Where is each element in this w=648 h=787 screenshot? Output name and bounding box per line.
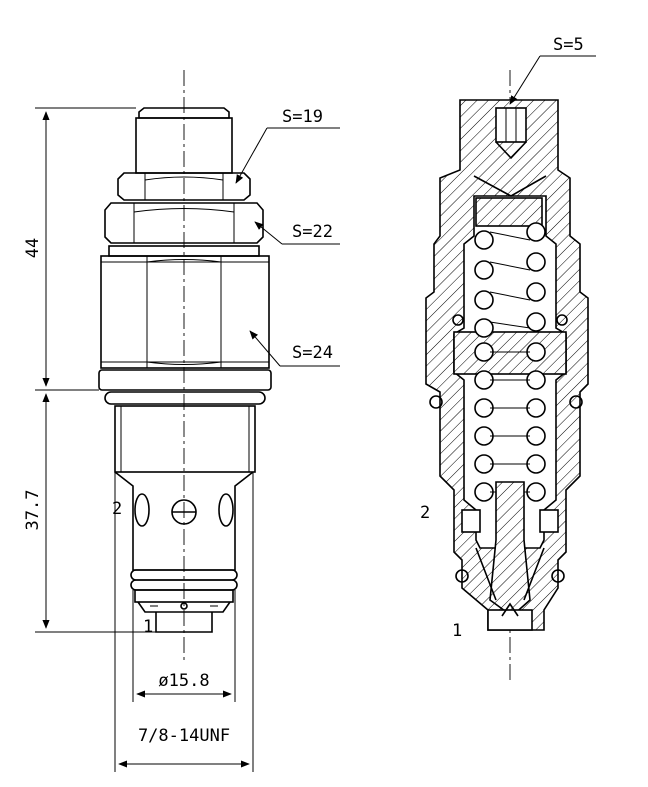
port-label-2-right: 2 <box>420 503 430 523</box>
piston <box>453 331 567 375</box>
label-s19: S=19 <box>282 107 323 127</box>
exterior-view: S=19 S=22 S=24 44 37.7 ø15.8 7/8-14UNF 2… <box>23 70 340 772</box>
port-label-1-left: 1 <box>143 617 153 637</box>
locknut-s19 <box>117 172 251 201</box>
spring <box>474 222 546 502</box>
oring-section-1 <box>452 314 464 326</box>
oring-upper <box>104 391 266 405</box>
body-hex-s24 <box>100 255 270 369</box>
label-s5: S=5 <box>553 35 584 55</box>
port-label-2-left: 2 <box>112 499 122 519</box>
flange <box>98 369 272 391</box>
section-view: S=5 2 1 <box>420 35 596 680</box>
thread-section <box>114 405 256 473</box>
nose-port-1 <box>155 612 213 633</box>
dim-37-7: 37.7 <box>23 490 43 531</box>
nut-s22 <box>104 202 264 244</box>
dim-44: 44 <box>23 238 43 258</box>
oring-section-2 <box>429 395 443 409</box>
label-s24: S=24 <box>292 343 333 363</box>
label-s22: S=22 <box>292 222 333 242</box>
poppet <box>489 481 531 618</box>
dim-diameter: ø15.8 <box>158 671 209 691</box>
oring-section-3 <box>455 569 469 583</box>
port-2-hole-right <box>218 493 234 527</box>
spring-seat-upper <box>475 197 543 227</box>
port-label-1-right: 1 <box>452 621 462 641</box>
hex-socket <box>495 107 527 143</box>
dim-thread: 7/8-14UNF <box>138 726 230 746</box>
port-2-hole-left <box>134 493 150 527</box>
